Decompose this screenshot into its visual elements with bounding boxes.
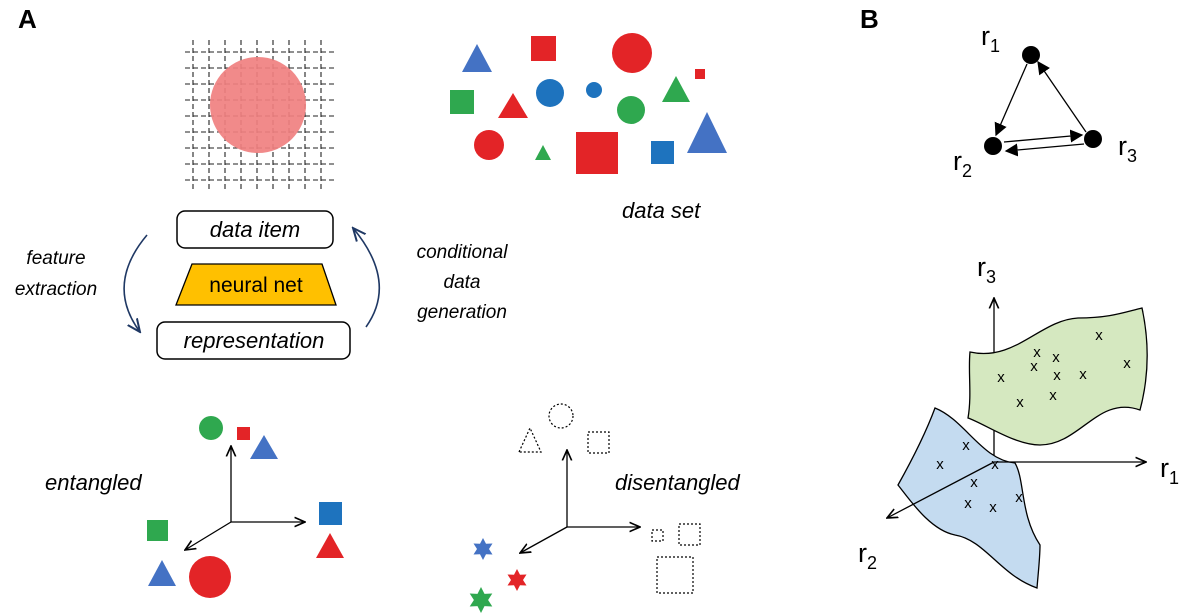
triangle-icon <box>316 533 344 558</box>
square-icon <box>147 520 168 541</box>
circle-icon <box>586 82 602 98</box>
point-marker-x: x <box>1015 489 1023 506</box>
dotted-outline-shapes <box>518 403 701 594</box>
circle-icon <box>548 403 574 429</box>
manifold-surface-icon <box>967 307 1148 446</box>
square-icon <box>651 529 664 542</box>
data-item-box <box>176 210 334 249</box>
manifold-surface-icon <box>897 407 1041 589</box>
circle-icon <box>189 556 231 598</box>
neural-net-label: neural net <box>209 274 303 297</box>
axes-icon <box>520 450 640 553</box>
data-item-label: data item <box>210 217 301 242</box>
triangle-icon <box>662 76 690 102</box>
node-label-r3: r3 <box>1118 131 1137 166</box>
triangle-icon <box>518 426 542 453</box>
square-icon <box>576 132 618 174</box>
entangled-label: entangled <box>45 470 142 495</box>
node-label-r2: r2 <box>953 146 972 181</box>
square-icon <box>319 502 342 525</box>
feature-label-line1: feature <box>26 248 85 269</box>
point-marker-x: x <box>1030 358 1038 375</box>
square-icon <box>695 69 705 79</box>
data-set-shapes <box>450 33 727 174</box>
graph-node-r1 <box>1022 46 1040 64</box>
axis-label-r3: r3 <box>977 252 996 287</box>
axis-r2 <box>887 461 995 518</box>
square-icon <box>237 427 250 440</box>
point-marker-x: x <box>1033 344 1041 361</box>
triangle-icon <box>148 560 176 586</box>
point-marker-x: x <box>1079 366 1087 383</box>
star-icon <box>507 569 527 591</box>
point-marker-x: x <box>962 437 970 454</box>
point-marker-x: x <box>997 369 1005 386</box>
node-label-r1: r1 <box>981 21 1000 56</box>
point-marker-x: x <box>989 499 997 516</box>
graph-node-r2 <box>984 137 1002 155</box>
point-marker-x: x <box>970 474 978 491</box>
panel-a-label: A <box>18 4 37 34</box>
circle-icon <box>536 79 564 107</box>
point-marker-x: x <box>1016 394 1024 411</box>
square-icon <box>678 523 701 546</box>
point-marker-x: x <box>991 456 999 473</box>
representation-label: representation <box>184 328 325 353</box>
triangle-icon <box>498 93 528 118</box>
point-marker-x: x <box>1049 387 1057 404</box>
point-marker-x: x <box>1052 349 1060 366</box>
square-icon <box>656 556 694 594</box>
square-icon <box>651 141 674 164</box>
panel-b-label: B <box>860 4 879 34</box>
generation-label-line3: generation <box>417 302 507 323</box>
star-icon <box>469 587 493 613</box>
axis-label-r1: r1 <box>1160 453 1179 488</box>
representation-box <box>156 321 351 360</box>
circle-icon <box>474 130 504 160</box>
circle-icon <box>617 96 645 124</box>
generation-arrow <box>353 228 380 328</box>
triangle-icon <box>535 145 551 160</box>
neural-net-box <box>175 263 337 306</box>
square-icon <box>450 90 474 114</box>
circle-icon <box>199 416 223 440</box>
feature-label-line2: extraction <box>15 279 97 300</box>
point-marker-x: x <box>936 456 944 473</box>
axis-label-r2: r2 <box>858 538 877 573</box>
triangle-icon <box>250 435 278 459</box>
triangle-icon <box>462 44 492 72</box>
disentangled-label: disentangled <box>615 470 741 495</box>
generation-label-line2: data <box>444 272 481 293</box>
square-icon <box>531 36 556 61</box>
star-icon <box>473 538 493 560</box>
point-marker-x: x <box>964 495 972 512</box>
circle-icon <box>612 33 652 73</box>
generation-label-line1: conditional <box>417 242 509 263</box>
graph-edges <box>994 60 1087 157</box>
feature-extraction-arrow <box>123 234 148 332</box>
point-marker-x: x <box>1123 355 1131 372</box>
red-circle-icon <box>210 57 306 153</box>
axes-icon <box>185 446 305 550</box>
square-icon <box>587 431 610 454</box>
point-marker-x: x <box>1053 367 1061 384</box>
data-set-label: data set <box>622 198 701 223</box>
graph-node-r3 <box>1084 130 1102 148</box>
triangle-icon <box>687 112 727 153</box>
point-marker-x: x <box>1095 327 1103 344</box>
